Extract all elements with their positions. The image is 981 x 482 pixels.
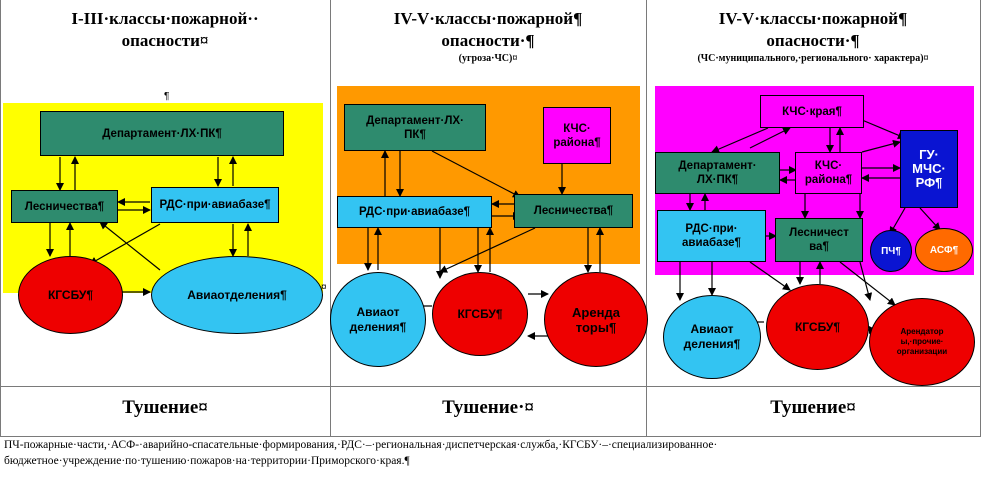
legend-line-2: бюджетное·учреждение·по·тушению·пожаров·… — [4, 455, 410, 467]
column-1-title: I-III·классы·пожарной·· опасности¤ — [0, 8, 330, 52]
column-2-title-line2: опасности·¶ — [441, 31, 535, 50]
column-3-footer: Тушение¤ — [770, 397, 856, 418]
tenants-other-oval-3: Арендатор ы,·прочие· организации — [869, 298, 975, 386]
kchs-district-box-3: КЧС· района¶ — [795, 152, 862, 194]
aviation-department-oval: Авиаотделения¶ — [151, 256, 323, 334]
pilcrow-mark: ¶ — [164, 91, 170, 102]
tenants-oval-2: Аренда торы¶ — [544, 272, 648, 367]
rds-airbase-box-3: РДС·при· авиабазе¶ — [657, 210, 766, 262]
table-row-divider — [0, 386, 981, 387]
kchs-district-box-2: КЧС· района¶ — [543, 107, 611, 164]
rds-airbase-box-2: РДС·при·авиабазе¶ — [337, 196, 492, 228]
gu-mchs-box: ГУ· МЧС· РФ¶ — [900, 130, 958, 208]
table-divider-2 — [646, 0, 647, 437]
dept-lh-pk-box: Департамент·ЛХ·ПК¶ — [40, 111, 284, 156]
forestry-box-2: Лесничества¶ — [514, 194, 633, 228]
column-2-title-line1: IV-V·классы·пожарной¶ — [393, 9, 583, 28]
rds-airbase-box: РДС·при·авиабазе¶ — [151, 187, 279, 223]
legend-line-1: ПЧ-пожарные·части,·АСФ-·аварийно-спасате… — [4, 439, 718, 451]
dept-lh-pk-box-3: Департамент· ЛХ·ПК¶ — [655, 152, 780, 194]
table-bottom-border — [0, 436, 981, 437]
forestry-box-3: Лесничест ва¶ — [775, 218, 863, 262]
column-3-title: IV-V·классы·пожарной¶ опасности·¶ (ЧС·му… — [646, 8, 980, 65]
aviation-department-oval-3: Авиаот деления¶ — [663, 295, 761, 379]
column-1-footer: Тушение¤ — [122, 397, 208, 418]
table-divider-1 — [330, 0, 331, 437]
dept-lh-pk-box-2: Департамент·ЛХ· ПК¶ — [344, 104, 486, 151]
kchs-krai-box: КЧС·края¶ — [760, 95, 864, 128]
kgsbu-oval-2: КГСБУ¶ — [432, 272, 528, 356]
column-3-title-line1: IV-V·классы·пожарной¶ — [718, 9, 908, 28]
rescue-units-oval: АСФ¶ — [915, 228, 973, 272]
aviation-department-oval-2: Авиаот деления¶ — [330, 272, 426, 367]
legend-text: ПЧ-пожарные·части,·АСФ-·аварийно-спасате… — [4, 437, 964, 469]
column-2-title: IV-V·классы·пожарной¶ опасности·¶ (угроз… — [330, 8, 646, 65]
column-3-subtitle: (ЧС·муниципального,·регионального· харак… — [697, 53, 929, 64]
column-1-title-line2: опасности¤ — [121, 31, 209, 50]
fire-units-oval: ПЧ¶ — [870, 230, 912, 272]
column-3-title-line2: опасности·¶ — [766, 31, 860, 50]
table-border-left — [0, 0, 1, 437]
column-1-title-line1: I-III·классы·пожарной·· — [71, 9, 259, 28]
column-2-subtitle: (угроза·ЧС)¤ — [458, 53, 518, 64]
kgsbu-oval: КГСБУ¶ — [18, 256, 123, 334]
kgsbu-oval-3: КГСБУ¶ — [766, 284, 869, 370]
forestry-box: Лесничества¶ — [11, 190, 118, 223]
cell-end-mark: ¤ — [321, 282, 327, 293]
column-2-footer: Тушение·¤ — [442, 397, 534, 418]
